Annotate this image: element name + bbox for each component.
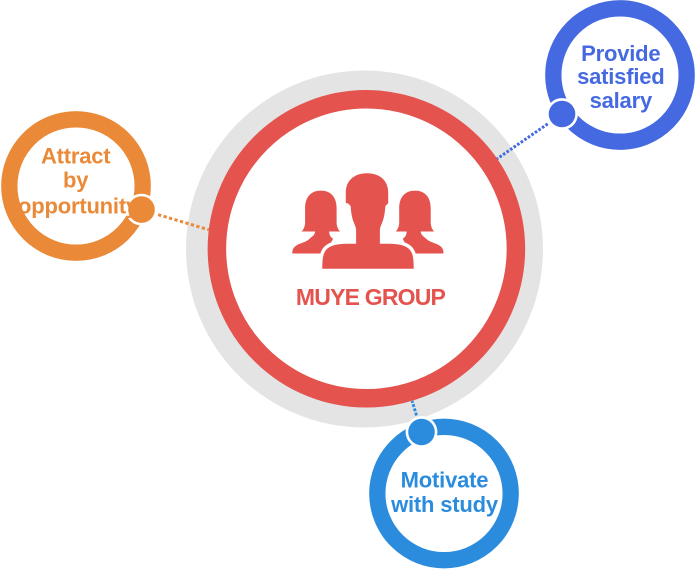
svg-text:with study: with study — [390, 492, 499, 517]
svg-text:Provide: Provide — [581, 41, 660, 66]
svg-text:MUYE GROUP: MUYE GROUP — [296, 284, 446, 310]
svg-text:salary: salary — [590, 88, 653, 113]
svg-text:Attract: Attract — [41, 143, 111, 168]
svg-text:Motivate: Motivate — [401, 468, 489, 493]
svg-text:opportunity: opportunity — [18, 193, 139, 218]
svg-text:satisfied: satisfied — [577, 64, 664, 89]
svg-text:by: by — [63, 168, 89, 193]
